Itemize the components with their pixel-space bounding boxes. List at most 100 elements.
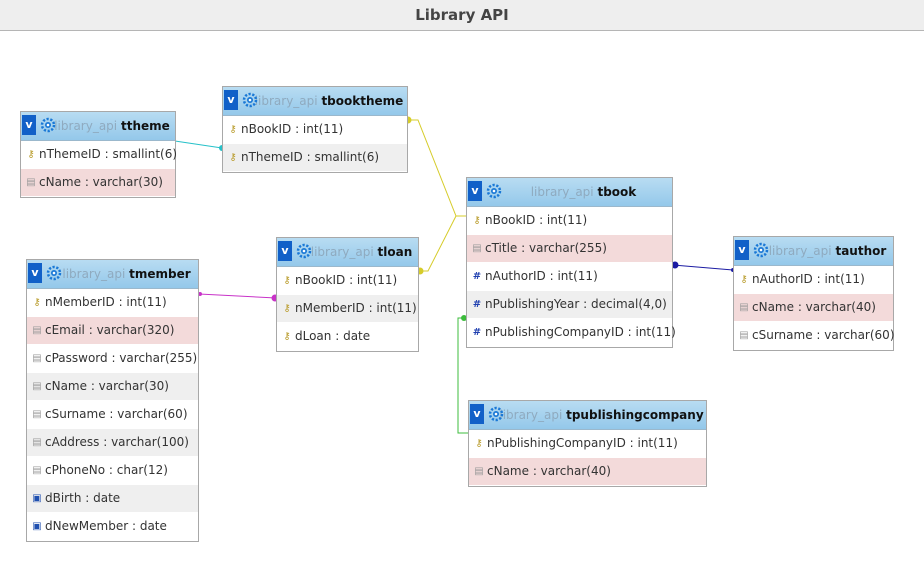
text-field-icon: ▤ bbox=[32, 409, 42, 420]
column-name: dLoan bbox=[295, 329, 332, 343]
table-header[interactable]: v library_api tpublishingcompany bbox=[469, 401, 706, 430]
database-name: library_api bbox=[54, 119, 118, 133]
table-name: tpublishingcompany bbox=[566, 408, 704, 422]
v-toggle-icon[interactable]: v bbox=[735, 240, 749, 260]
column-row[interactable]: # nPublishingCompanyID : int(11) bbox=[467, 319, 676, 347]
column-row[interactable]: ⚷ dLoan : date bbox=[277, 323, 418, 351]
column-name: dNewMember bbox=[45, 519, 129, 533]
column-row[interactable]: ▣ dNewMember : date bbox=[27, 513, 198, 541]
column-row[interactable]: ▤ cSurname : varchar(60) bbox=[734, 322, 895, 350]
column-row[interactable]: ⚷ nAuthorID : int(11) bbox=[734, 266, 893, 294]
column-name: nThemeID bbox=[39, 147, 101, 161]
key-icon: ⚷ bbox=[283, 303, 291, 314]
column-row[interactable]: ▤ cName : varchar(30) bbox=[27, 373, 198, 401]
column-row[interactable]: ▤ cPhoneNo : char(12) bbox=[27, 457, 198, 485]
column-row[interactable]: ▣ dBirth : date bbox=[27, 485, 198, 513]
column-row[interactable]: ▤ cAddress : varchar(100) bbox=[27, 429, 198, 457]
table-tauthor[interactable]: v library_api tauthor ⚷ nAuthorID : int(… bbox=[733, 236, 895, 351]
column-name: nAuthorID bbox=[752, 272, 813, 286]
relation-line-tbook-tbooktheme bbox=[407, 119, 466, 217]
table-tbook[interactable]: v library_api tbook ⚷ nBookID : int(11) … bbox=[466, 177, 676, 348]
column-type: smallint(6) bbox=[112, 147, 178, 161]
column-row[interactable]: ⚷ nPublishingCompanyID : int(11) bbox=[469, 430, 706, 458]
v-toggle-icon[interactable]: v bbox=[278, 241, 292, 261]
column-row[interactable]: ▤ cEmail : varchar(320) bbox=[27, 317, 198, 345]
gear-icon[interactable] bbox=[488, 406, 504, 422]
column-name: dBirth bbox=[45, 491, 82, 505]
column-name: nPublishingCompanyID bbox=[487, 436, 626, 450]
gear-icon[interactable] bbox=[753, 242, 769, 258]
column-row[interactable]: ⚷ nMemberID : int(11) bbox=[27, 289, 198, 317]
column-name: cPhoneNo bbox=[45, 463, 106, 477]
table-tbooktheme[interactable]: v library_api tbooktheme ⚷ nBookID : int… bbox=[222, 86, 408, 173]
column-name: cEmail bbox=[45, 323, 85, 337]
v-toggle-icon[interactable]: v bbox=[22, 115, 36, 135]
column-name: nBookID bbox=[485, 213, 536, 227]
column-type: varchar(255) bbox=[119, 351, 198, 365]
column-name: cName bbox=[39, 175, 81, 189]
key-icon: ⚷ bbox=[229, 124, 237, 135]
column-name: cName bbox=[45, 379, 87, 393]
v-toggle-icon[interactable]: v bbox=[28, 263, 42, 283]
gear-icon[interactable] bbox=[46, 265, 62, 281]
text-field-icon: ▤ bbox=[32, 381, 42, 392]
v-toggle-icon[interactable]: v bbox=[470, 404, 484, 424]
column-row[interactable]: ▤ cName : varchar(40) bbox=[469, 458, 706, 486]
table-header[interactable]: v library_api tbooktheme bbox=[223, 87, 407, 116]
key-icon: ⚷ bbox=[475, 438, 483, 449]
gear-icon[interactable] bbox=[486, 183, 502, 199]
column-row[interactable]: ▤ cTitle : varchar(255) bbox=[467, 235, 672, 263]
column-type: date bbox=[343, 329, 371, 343]
column-row[interactable]: ⚷ nBookID : int(11) bbox=[277, 267, 418, 295]
column-row[interactable]: # nPublishingYear : decimal(4,0) bbox=[467, 291, 672, 319]
table-header[interactable]: v library_api tloan bbox=[277, 238, 418, 267]
column-type: varchar(320) bbox=[96, 323, 175, 337]
gear-icon[interactable] bbox=[296, 243, 312, 259]
key-icon: ⚷ bbox=[740, 274, 748, 285]
gear-icon[interactable] bbox=[40, 117, 56, 133]
table-tmember[interactable]: v library_api tmember ⚷ nMemberID : int(… bbox=[26, 259, 199, 542]
key-icon: ⚷ bbox=[283, 275, 291, 286]
table-name: ttheme bbox=[120, 119, 170, 133]
column-type: date bbox=[139, 519, 167, 533]
gear-icon[interactable] bbox=[242, 92, 258, 108]
database-name: library_api bbox=[62, 267, 126, 281]
column-row[interactable]: ▤ cName : varchar(40) bbox=[734, 294, 893, 322]
page-title: Library API bbox=[0, 0, 924, 31]
column-type: int(11) bbox=[356, 273, 398, 287]
column-name: nBookID bbox=[295, 273, 346, 287]
table-name: tauthor bbox=[835, 244, 887, 258]
column-row[interactable]: ⚷ nBookID : int(11) bbox=[467, 207, 672, 235]
column-row[interactable]: ▤ cSurname : varchar(60) bbox=[27, 401, 198, 429]
column-type: char(12) bbox=[116, 463, 168, 477]
table-header[interactable]: v library_api ttheme bbox=[21, 112, 175, 141]
table-header[interactable]: v library_api tbook bbox=[467, 178, 672, 207]
table-tloan[interactable]: v library_api tloan ⚷ nBookID : int(11) … bbox=[276, 237, 419, 352]
column-type: smallint(6) bbox=[314, 150, 380, 164]
column-type: varchar(40) bbox=[540, 464, 611, 478]
column-row[interactable]: ▤ cName : varchar(30) bbox=[21, 169, 175, 197]
calendar-icon: ▣ bbox=[32, 521, 42, 532]
database-name: library_api bbox=[499, 408, 563, 422]
key-icon: ⚷ bbox=[27, 149, 35, 160]
column-type: date bbox=[93, 491, 121, 505]
column-type: int(11) bbox=[546, 213, 588, 227]
column-name: nMemberID bbox=[45, 295, 115, 309]
column-row[interactable]: ⚷ nBookID : int(11) bbox=[223, 116, 407, 144]
key-icon: ⚷ bbox=[33, 297, 41, 308]
column-row[interactable]: ⚷ nThemeID : smallint(6) bbox=[21, 141, 178, 169]
table-header[interactable]: v library_api tmember bbox=[27, 260, 198, 289]
v-toggle-icon[interactable]: v bbox=[224, 90, 238, 110]
column-row[interactable]: ⚷ nThemeID : smallint(6) bbox=[223, 144, 407, 172]
v-toggle-icon[interactable]: v bbox=[468, 181, 482, 201]
column-type: varchar(60) bbox=[117, 407, 188, 421]
column-row[interactable]: # nAuthorID : int(11) bbox=[467, 263, 672, 291]
relation-end-dot bbox=[198, 292, 202, 296]
column-type: int(11) bbox=[824, 272, 865, 286]
column-row[interactable]: ▤ cPassword : varchar(255) bbox=[27, 345, 198, 373]
column-row[interactable]: ⚷ nMemberID : int(11) bbox=[277, 295, 418, 323]
column-name: cPassword bbox=[45, 351, 108, 365]
table-header[interactable]: v library_api tauthor bbox=[734, 237, 893, 266]
table-tpublishingcompany[interactable]: v library_api tpublishingcompany ⚷ nPubl… bbox=[468, 400, 707, 487]
table-ttheme[interactable]: v library_api ttheme ⚷ nThemeID : smalli… bbox=[20, 111, 178, 198]
